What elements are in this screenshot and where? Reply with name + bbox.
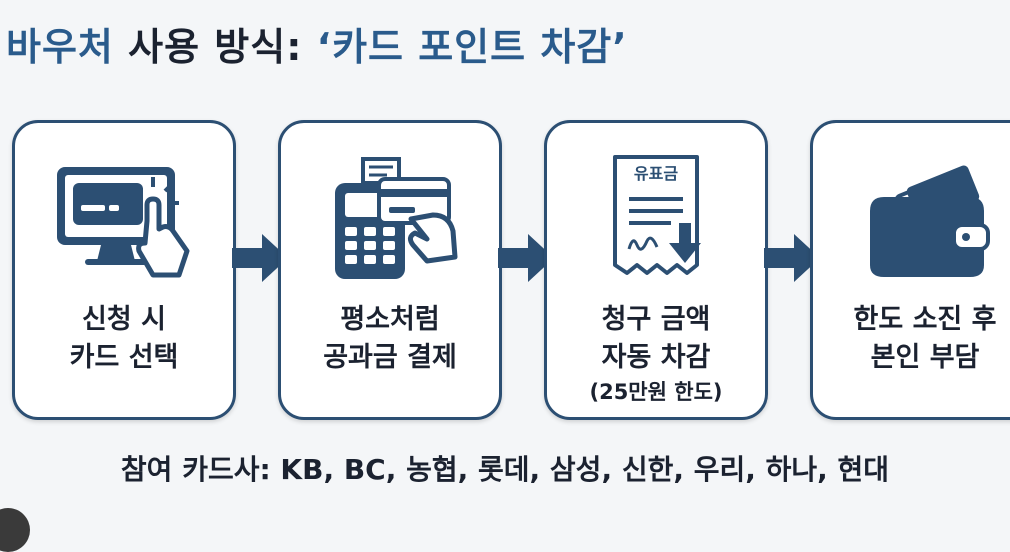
step-2-line1: 평소처럼 (340, 304, 440, 335)
title-part-method: 사용 방식: (128, 25, 303, 69)
computer-click-icon (57, 167, 190, 278)
title-part-deduction: ‘카드 포인트 차감’ (316, 25, 628, 69)
wallet-icon (870, 165, 990, 277)
step-2-label: 평소처럼 공과금 결제 (281, 301, 499, 377)
step-3-limit-note: (25만원 한도) (589, 380, 723, 404)
step-2-line2: 공과금 결제 (323, 342, 457, 373)
corner-circle (0, 508, 30, 552)
step-4-line1: 한도 소진 후 (853, 304, 997, 335)
utility-bill-icon: 유표금 (613, 155, 701, 275)
step-1-line2: 카드 선택 (69, 342, 179, 373)
arrow-right-icon (498, 234, 554, 282)
step-1-line1: 신청 시 (82, 304, 166, 335)
step-4-line2: 본인 부담 (870, 342, 980, 373)
step-3-label: 청구 금액 자동 차감 (25만원 한도) (547, 301, 765, 407)
bill-title-text: 유표금 (634, 164, 678, 183)
arrow-right-icon (764, 234, 820, 282)
step-card-4: 한도 소진 후 본인 부담 (810, 120, 1010, 420)
step-3-line1: 청구 금액 (601, 304, 711, 335)
page-title: 바우처 사용 방식: ‘카드 포인트 차감’ (6, 16, 628, 71)
title-part-voucher: 바우처 (6, 25, 114, 69)
step-4-label: 한도 소진 후 본인 부담 (813, 301, 1010, 377)
step-card-2: 평소처럼 공과금 결제 (278, 120, 502, 420)
step-1-label: 신청 시 카드 선택 (15, 301, 233, 377)
participating-cards-text: 참여 카드사: KB, BC, 농협, 롯데, 삼성, 신한, 우리, 하나, … (120, 453, 890, 486)
card-payment-terminal-icon (335, 157, 458, 279)
step-3-line2: 자동 차감 (601, 342, 711, 373)
step-card-3: 유표금 청구 금액 자동 차감 (25만원 한도) (544, 120, 768, 420)
arrow-right-icon (232, 234, 288, 282)
step-card-1: 신청 시 카드 선택 (12, 120, 236, 420)
